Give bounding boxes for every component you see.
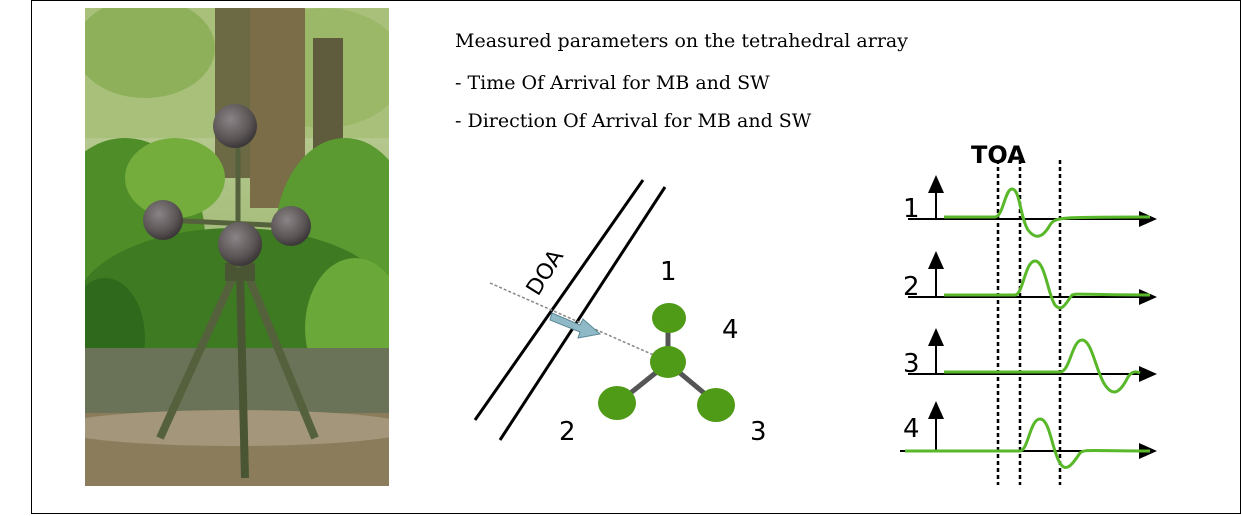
caption-line-2: - Time Of Arrival for MB and SW: [455, 72, 770, 94]
mic-node-2: [598, 386, 636, 420]
doa-direction-line: [489, 282, 666, 361]
channel-label-2: 2: [903, 272, 920, 302]
mic-node-1: [652, 303, 686, 333]
toa-title: TOA: [971, 141, 1026, 169]
wavefront-line-2: [498, 186, 667, 441]
array-and-toa-diagram: DOA 1 4 2 3 TOA 1 2 3 4: [473, 141, 1157, 485]
doa-arrow: [549, 312, 602, 339]
toa-channel-3: 3: [903, 328, 1157, 394]
toa-channel-1: 1: [903, 175, 1157, 238]
mic-node-center: [650, 346, 686, 378]
toa-channel-4: 4: [900, 401, 1157, 469]
mic-label-3: 3: [750, 417, 767, 447]
caption-line-3: - Direction Of Arrival for MB and SW: [455, 110, 812, 132]
microphone-array-photo: [85, 8, 389, 486]
channel-label-1: 1: [903, 194, 920, 224]
toa-channel-2: 2: [903, 251, 1157, 310]
mic-label-2: 2: [559, 417, 576, 447]
caption-line-1: Measured parameters on the tetrahedral a…: [455, 30, 908, 52]
channel-label-3: 3: [903, 349, 920, 379]
mic-label-1: 1: [660, 257, 677, 287]
channel-label-4: 4: [903, 414, 920, 444]
mic-label-4: 4: [722, 315, 739, 345]
wavefront-line-1: [473, 179, 645, 421]
doa-label: DOA: [522, 245, 569, 300]
mic-node-3: [697, 388, 735, 422]
